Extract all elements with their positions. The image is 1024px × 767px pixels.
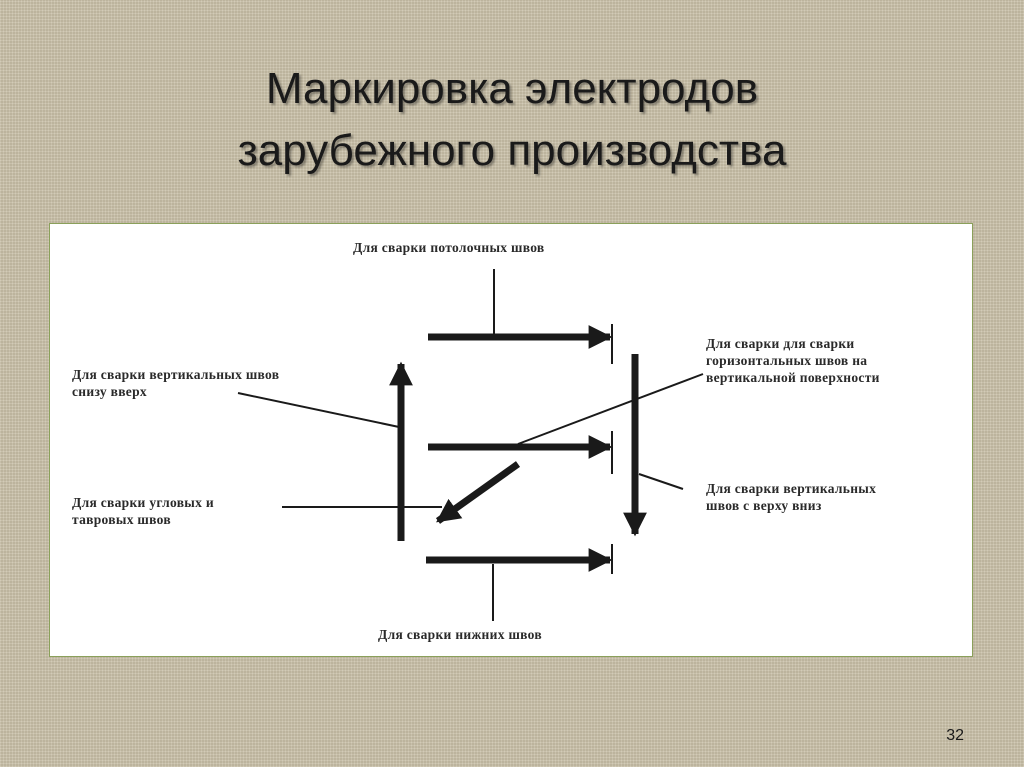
leader-vertical-up (237, 392, 400, 428)
welding-positions-diagram: Для сварки потолочных швов Для сварки ве… (49, 223, 973, 657)
label-vertical-down: Для сварки вертикальных швов с верху вни… (706, 481, 877, 513)
arrow-fillet (435, 461, 521, 524)
leader-vertical-down (638, 473, 684, 490)
slide-title-line-2: зарубежного производства (237, 126, 787, 175)
leader-horizontal (517, 373, 704, 445)
slide-title-line-1: Маркировка электродов (265, 64, 759, 113)
label-vertical-up: Для сварки вертикальных швов снизу вверх (72, 367, 280, 399)
page-number: 32 (946, 727, 964, 744)
label-overhead: Для сварки потолочных швов (353, 240, 545, 255)
label-flat: Для сварки нижних швов (378, 627, 542, 642)
label-fillet-tee: Для сварки угловых и тавровых швов (72, 495, 214, 527)
diagram-graphics (237, 269, 704, 621)
slide-title: Маркировка электродов зарубежного произв… (0, 58, 1024, 182)
label-horizontal-on-vertical: Для сварки для сварки горизонтальных шво… (706, 336, 880, 385)
